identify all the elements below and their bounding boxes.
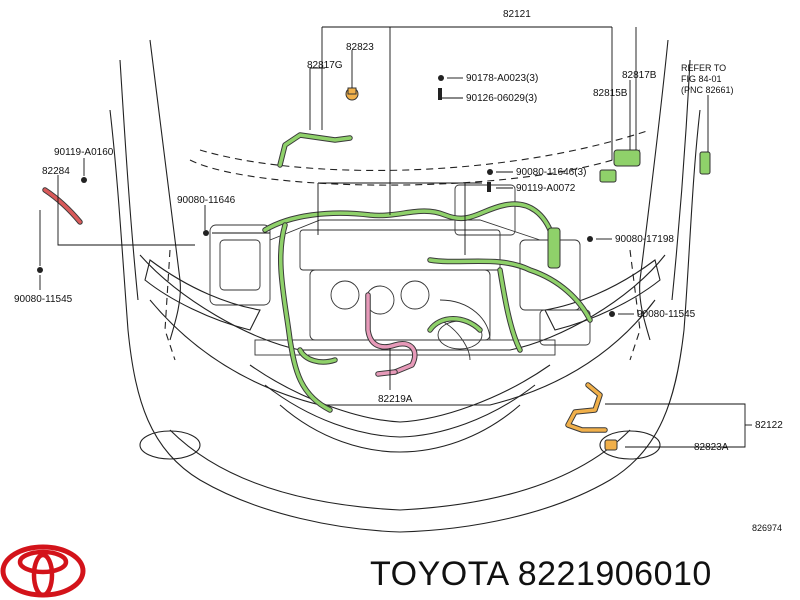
label-82121: 82121 bbox=[503, 9, 531, 20]
engine-bay bbox=[209, 184, 591, 361]
label-82815B: 82815B bbox=[593, 88, 628, 99]
label-90080-11545-left: 90080-11545 bbox=[14, 294, 73, 305]
figure-code: 826974 bbox=[752, 523, 782, 533]
fasteners bbox=[37, 75, 615, 317]
label-82122: 82122 bbox=[755, 420, 783, 431]
label-90119-A0160: 90119-A0160 bbox=[54, 147, 114, 158]
label-82823A: 82823A bbox=[694, 442, 729, 453]
label-90080-11646-left: 90080-11646 bbox=[177, 195, 236, 206]
label-90119-A0072: 90119-A0072 bbox=[516, 183, 576, 194]
brand-part-number: TOYOTA 8221906010 bbox=[370, 555, 712, 593]
harness-82284 bbox=[42, 187, 83, 225]
label-90080-17198: 90080-17198 bbox=[615, 234, 674, 245]
label-82817B: 82817B bbox=[622, 70, 657, 81]
harness-82122 bbox=[565, 382, 618, 451]
harness-82219A bbox=[365, 292, 418, 377]
label-90080-11646-center: 90080-11646(3) bbox=[516, 167, 586, 178]
toyota-logo bbox=[0, 544, 86, 598]
bulb-82823 bbox=[345, 87, 359, 101]
refer-note-line-2: FIG 84-01 bbox=[681, 74, 722, 84]
refer-note-line-1: REFER TO bbox=[681, 63, 726, 73]
vehicle-body-outline bbox=[109, 39, 701, 533]
main-harness-82121 bbox=[262, 132, 711, 413]
label-82817G: 82817G bbox=[307, 60, 343, 71]
part-labels: 82121 82823 82817G 82817B 82815B 90178-A… bbox=[14, 9, 783, 533]
label-90178-A0023: 90178-A0023(3) bbox=[466, 73, 538, 84]
label-82219A: 82219A bbox=[378, 394, 413, 405]
label-90080-11545-right: 90080-11545 bbox=[637, 309, 696, 320]
refer-note-line-3: (PNC 82661) bbox=[681, 85, 734, 95]
label-90126-06029: 90126-06029(3) bbox=[466, 93, 537, 104]
label-82284: 82284 bbox=[42, 166, 70, 177]
label-82823: 82823 bbox=[346, 42, 374, 53]
leader-lines bbox=[39, 26, 752, 448]
